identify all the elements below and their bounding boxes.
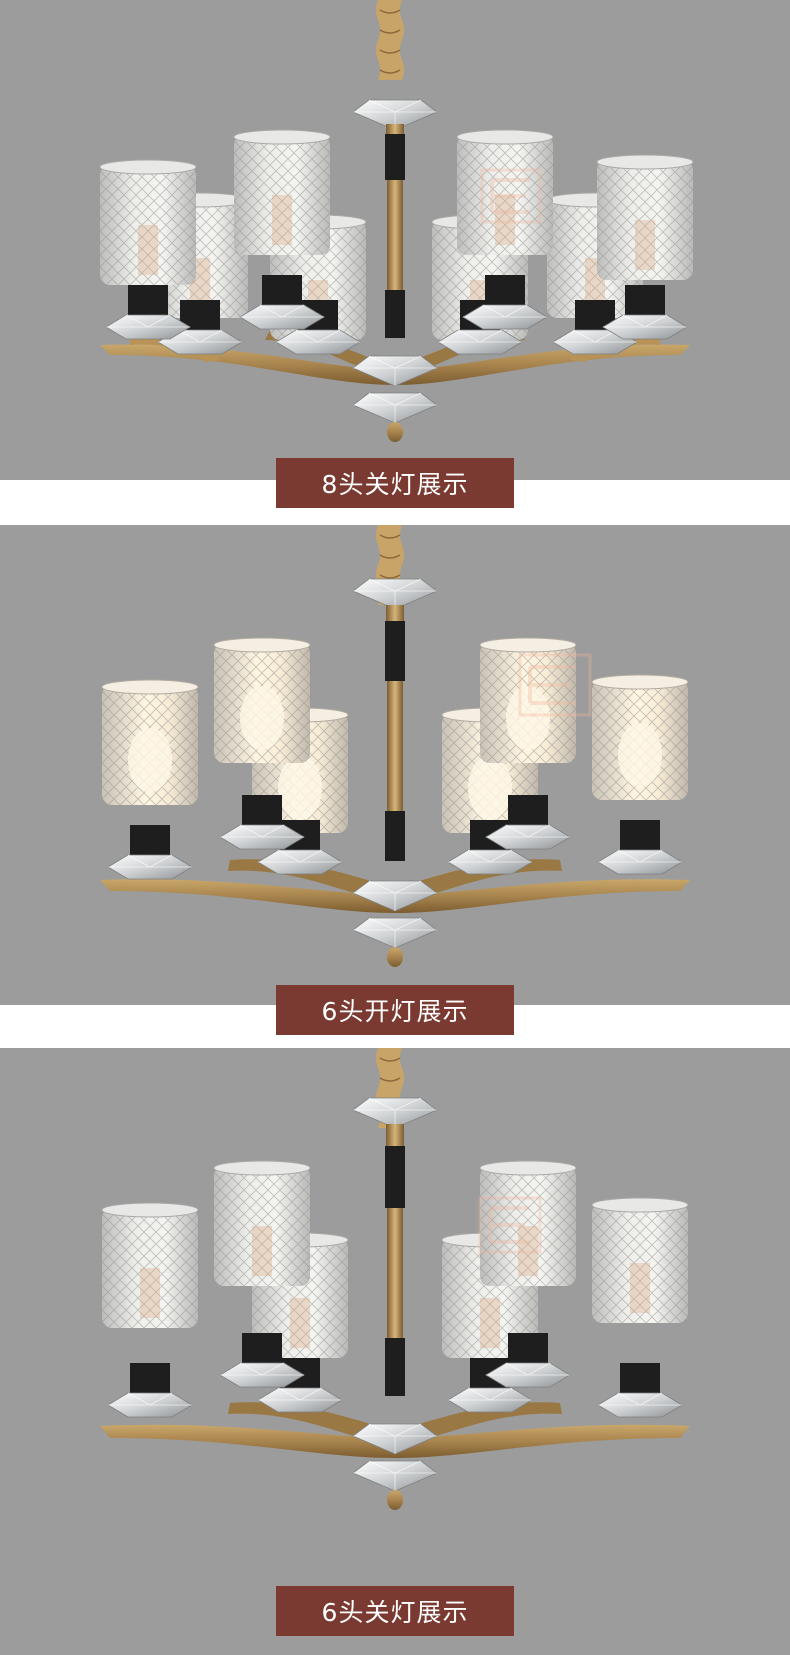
caption-6-heads-on: 6头开灯展示	[276, 985, 514, 1035]
chandelier-6-heads-off	[100, 1047, 690, 1510]
product-photo-8-heads-off: 8头关灯展示	[0, 0, 790, 508]
caption-6-heads-off: 6头关灯展示	[276, 1586, 514, 1636]
product-photo-6-heads-on: 6头开灯展示	[0, 524, 790, 1035]
chandelier-8-heads-off	[99, 0, 694, 442]
chandelier-6-heads-on	[100, 524, 690, 967]
caption-8-heads-off: 8头关灯展示	[276, 458, 514, 508]
brand-watermark-icon	[518, 653, 592, 717]
brand-watermark-icon	[478, 1196, 542, 1254]
brand-watermark-icon	[480, 168, 542, 224]
product-photo-6-heads-off: 6头关灯展示	[0, 1047, 790, 1655]
